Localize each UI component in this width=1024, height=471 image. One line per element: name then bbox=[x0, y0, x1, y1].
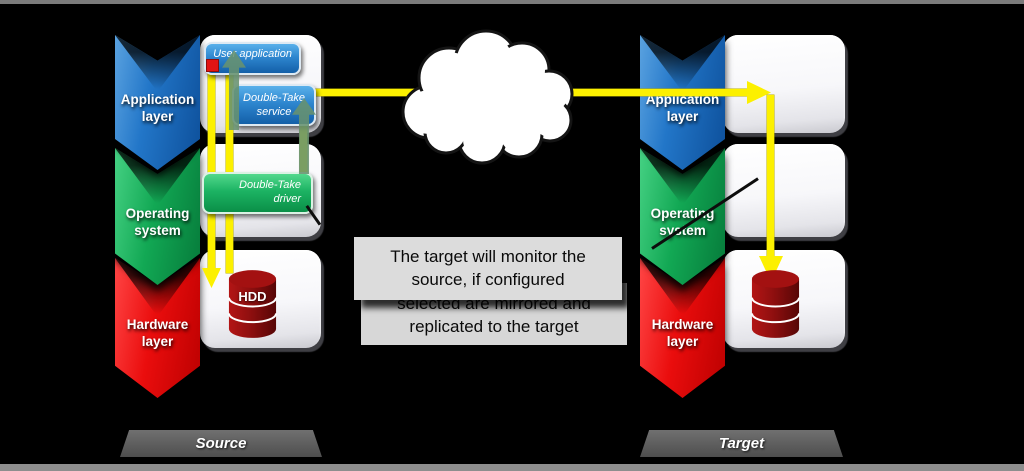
target-hardware-layer-chevron: Hardware layer bbox=[640, 258, 725, 398]
target-write-line bbox=[767, 95, 774, 257]
target-application-layer-label: Application layer bbox=[645, 91, 720, 124]
source-os-layer-label: Operating system bbox=[125, 205, 190, 238]
target-application-layer-chevron: Application layer bbox=[640, 35, 725, 170]
network-cloud-icon bbox=[401, 29, 574, 165]
target-os-panel bbox=[723, 144, 845, 237]
driver-label-line1: Double-Take bbox=[239, 179, 301, 191]
callout-back-line2: replicated to the target bbox=[409, 317, 579, 336]
source-hdd-label: HDD bbox=[238, 289, 267, 304]
target-hardware-layer-label: Hardware layer bbox=[651, 317, 714, 349]
source-application-layer-chevron: Application layer bbox=[115, 35, 200, 170]
source-hardware-layer-label: Hardware layer bbox=[126, 317, 189, 349]
service-label-line2: service bbox=[256, 105, 292, 118]
write-flow-line-1 bbox=[208, 71, 215, 269]
target-label-text: Target bbox=[718, 435, 765, 452]
target-hdd-icon bbox=[750, 270, 801, 338]
data-block-icon bbox=[206, 59, 219, 72]
target-footer-label: Target bbox=[640, 430, 843, 457]
service-label-line1: Double-Take bbox=[243, 92, 305, 104]
target-application-panel bbox=[723, 35, 845, 133]
source-os-layer-chevron: Operating system bbox=[115, 148, 200, 285]
callout-front-line1: The target will monitor the bbox=[390, 246, 586, 266]
source-footer-label: Source bbox=[120, 430, 322, 457]
callout-target-monitor: The target will monitor the source, if c… bbox=[354, 237, 622, 300]
source-application-layer-label: Application layer bbox=[120, 91, 195, 124]
source-label-text: Source bbox=[195, 435, 247, 452]
callout-front-line2: source, if configured bbox=[411, 269, 565, 289]
driver-label-line2: driver bbox=[273, 192, 301, 205]
user-application-label: User application bbox=[213, 48, 292, 60]
double-take-driver-box: Double-Take driver bbox=[202, 172, 313, 214]
target-os-layer-chevron: Operating system bbox=[640, 148, 725, 285]
source-hdd-icon bbox=[227, 270, 278, 338]
bottom-border-strip bbox=[0, 464, 1024, 471]
top-border-strip bbox=[0, 0, 1024, 4]
